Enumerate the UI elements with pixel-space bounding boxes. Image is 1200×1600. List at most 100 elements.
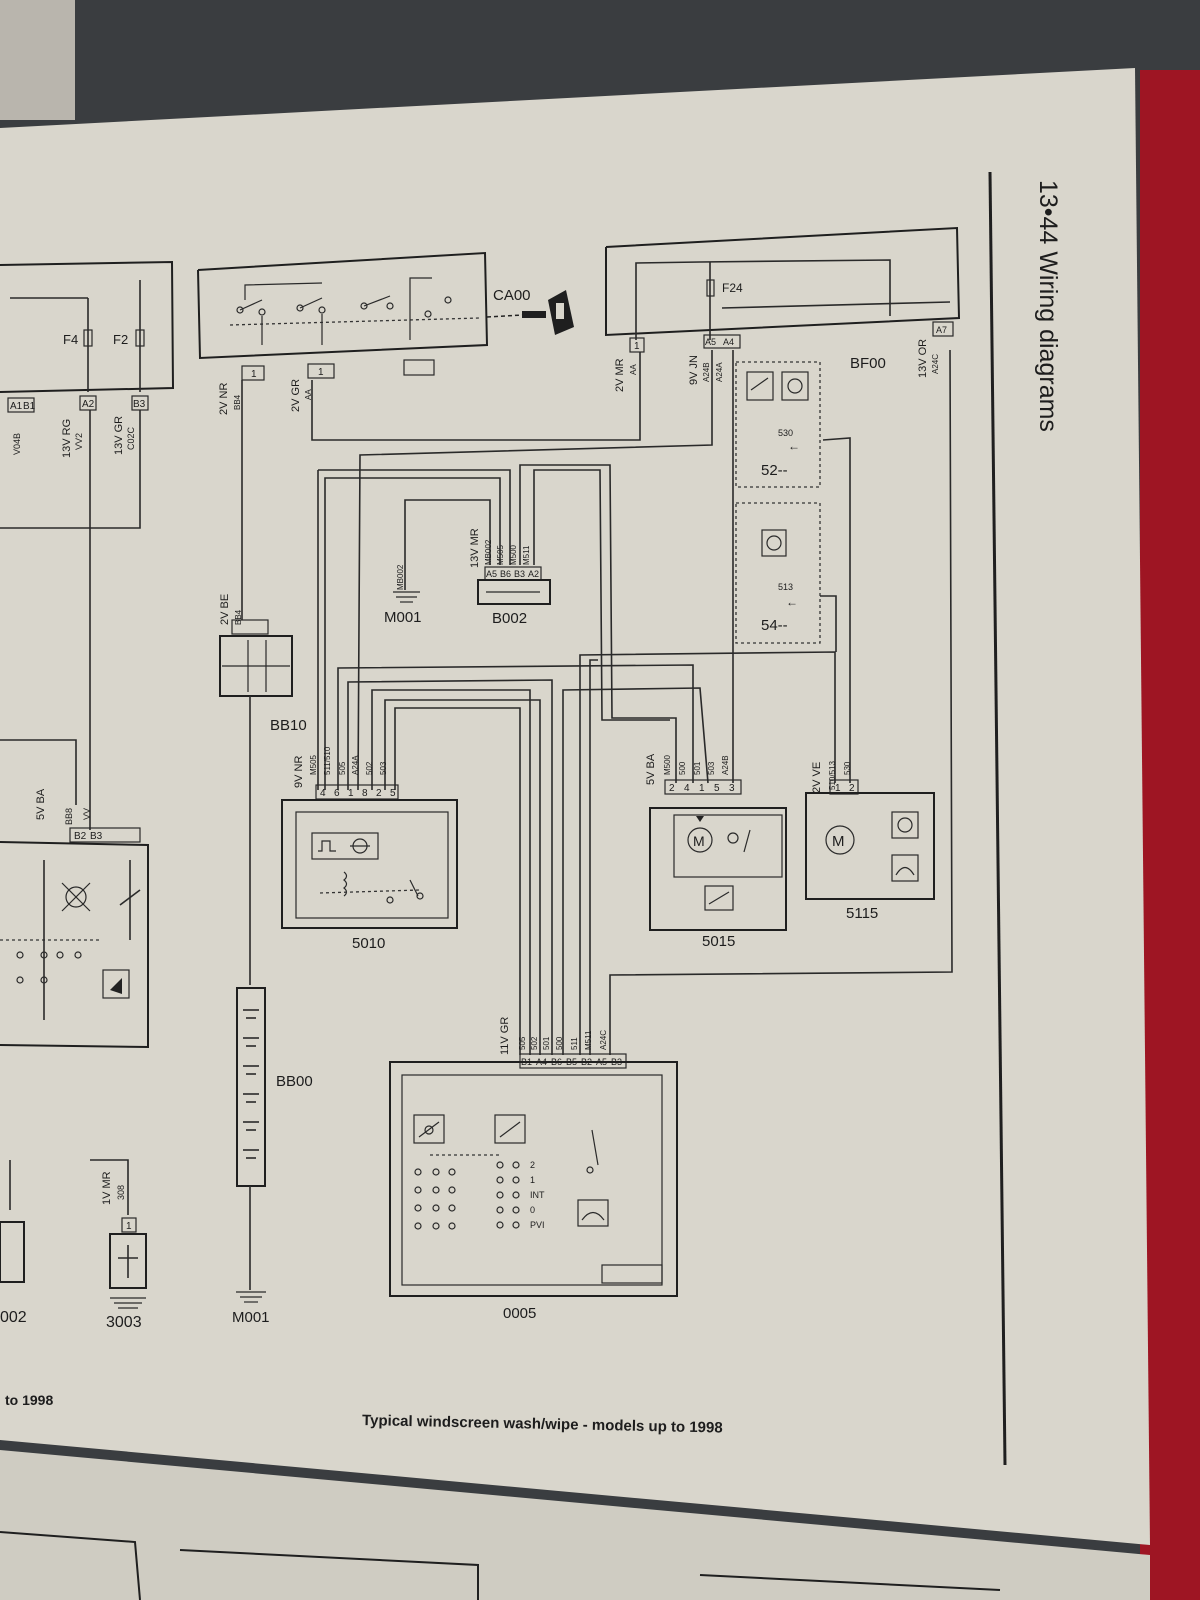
- wire-5015-500: 500: [678, 761, 687, 775]
- pos-2: 2: [530, 1160, 535, 1170]
- wiper-front-icon: [761, 529, 787, 557]
- ground-m001: MB002 M001: [384, 499, 491, 626]
- c0005-label: 0005: [503, 1305, 536, 1322]
- wire-530: 530: [778, 428, 793, 438]
- pin-5115-1: 1: [835, 783, 841, 794]
- switch-contacts-ca00: [229, 277, 481, 345]
- wire-5010-502: 502: [365, 761, 374, 775]
- wire-0005-11v-gr: 11V GR: [499, 1017, 511, 1055]
- wire-ca00-bb4: BB4: [233, 394, 242, 410]
- pin-left-b3b: B3: [90, 831, 103, 842]
- svg-text:←: ←: [788, 439, 800, 453]
- left-horn-block: 5V BA BB8 VV B2 B3: [0, 739, 149, 1049]
- wire-5115-530: 530: [843, 761, 852, 775]
- wire-0005-a24c: A24C: [599, 1030, 608, 1050]
- pin-5010-6: 6: [334, 788, 340, 799]
- wire-c02c: C02C: [126, 426, 136, 450]
- battery-bb00: BB00 M001: [232, 987, 313, 1326]
- wire-f24-a24a: A24A: [715, 362, 724, 382]
- wire-13v-rg: 13V RG: [61, 419, 73, 458]
- c002-label: 002: [0, 1309, 27, 1326]
- wire-vv2: VV2: [74, 433, 84, 450]
- bf00-label: BF00: [850, 355, 886, 372]
- pin-f24-1: 1: [634, 341, 640, 352]
- b002-label: B002: [492, 610, 527, 627]
- svg-text:M: M: [693, 833, 705, 849]
- wire-bb10-2v-be: 2V BE: [219, 594, 231, 625]
- m001-bottom-label: M001: [232, 1309, 270, 1326]
- wire-5010-9v-nr: 9V NR: [293, 756, 305, 788]
- wire-5010-511-510: 511/510: [323, 746, 332, 775]
- wire-5v-ba: 5V BA: [35, 788, 47, 820]
- wire-5115-510-513: 510/513: [828, 761, 837, 790]
- c52-label: 52--: [761, 462, 788, 479]
- motor-5115: 2V VE 510/513 530 1 2 M 5115: [805, 761, 935, 922]
- pin-b002-a5: A5: [486, 569, 497, 579]
- wire-5015-501: 501: [693, 761, 702, 775]
- wire-f24-a24c: A24C: [931, 354, 940, 374]
- left-fuse-box: F4 F2 A1 B1 A2 B3 V04B 13V RG VV2 13V GR…: [0, 260, 175, 830]
- wire-513: 513: [778, 582, 793, 592]
- pin-5010-8: 8: [362, 788, 368, 799]
- next-page-fragments: [0, 1531, 1001, 1600]
- wire-5010-505: 505: [338, 761, 347, 775]
- front-wash-icon: [413, 1114, 445, 1144]
- rear-motor-icon: [825, 825, 855, 855]
- wire-0005-501: 501: [542, 1036, 551, 1050]
- battery-bb10: 2V BE BB4 BB10: [219, 380, 307, 985]
- pin-left-b1: B1: [23, 401, 36, 412]
- pos-int: INT: [530, 1190, 545, 1200]
- wire-0005-m511: M511: [584, 1030, 593, 1050]
- left-caption-fragment: to 1998: [5, 1392, 53, 1408]
- page-heading: 13•44 Wiring diagrams: [1034, 180, 1062, 432]
- pin-5010-4: 4: [320, 788, 326, 799]
- pin-left-a2: A2: [82, 399, 95, 410]
- block-52: 530 ← 52--: [735, 361, 821, 488]
- motor-5015: 5V BA M500 500 501 503 A24B 2 4 1 5 3 M …: [645, 753, 787, 950]
- f2-label: F2: [113, 332, 128, 347]
- rear-wash-wipe-icon: [577, 1199, 609, 1227]
- wire-harness: [311, 349, 953, 1055]
- relay-contacts: [0, 860, 100, 1020]
- pin-5015-3: 3: [729, 783, 735, 794]
- heading-rule: [988, 171, 1007, 1466]
- f24-label: F24: [722, 281, 743, 295]
- switch-contact-matrix: [414, 1129, 599, 1230]
- rheostat: [601, 1264, 663, 1284]
- pin-5010-5: 5: [390, 788, 396, 799]
- block-54: 513 ← 54--: [735, 502, 821, 644]
- pos-pvi: PVI: [530, 1220, 545, 1230]
- wire-5010-a24a: A24A: [351, 755, 360, 775]
- c5010-label: 5010: [352, 935, 385, 952]
- wire-0005-500: 500: [555, 1036, 564, 1050]
- wire-b002-m511: M511: [522, 545, 531, 565]
- c3003-label: 3003: [106, 1314, 142, 1331]
- svg-text:←: ←: [786, 595, 798, 609]
- wire-0005-502: 502: [530, 1036, 539, 1050]
- c54-label: 54--: [761, 617, 788, 634]
- horn-icon: [102, 969, 130, 999]
- wire-ca00-2v-nr: 2V NR: [218, 383, 230, 415]
- rear-wiper-icon: [891, 854, 919, 882]
- pin-308-1: 1: [126, 1221, 132, 1232]
- pos-1: 1: [530, 1175, 535, 1185]
- pin-f24-a7: A7: [936, 325, 947, 335]
- relay-5010: 9V NR M505 511/510 505 A24A 502 503 4 6 …: [281, 746, 458, 952]
- wire-b002-m500: M500: [509, 544, 518, 565]
- wire-f24-2v-mr: 2V MR: [614, 358, 626, 392]
- lamp-icon: [61, 882, 91, 912]
- wire-f24-aa: AA: [629, 364, 638, 375]
- wire-5015-5v-ba: 5V BA: [645, 753, 657, 785]
- wire-ca00-2v-gr: 2V GR: [290, 379, 302, 412]
- wire-5010-m505: M505: [309, 754, 318, 775]
- c5015-label: 5015: [702, 933, 735, 950]
- pin-5015-5: 5: [714, 783, 720, 794]
- wire-5015-503: 503: [707, 761, 716, 775]
- book-binding: [1140, 70, 1200, 1600]
- timer-module: [311, 832, 379, 860]
- wire-v04b: V04B: [12, 433, 22, 455]
- pin-5010-1: 1: [348, 788, 354, 799]
- pin-left-a1: A1: [10, 401, 23, 412]
- wire-vv: VV: [82, 808, 92, 820]
- pin-b002-a2: A2: [528, 569, 539, 579]
